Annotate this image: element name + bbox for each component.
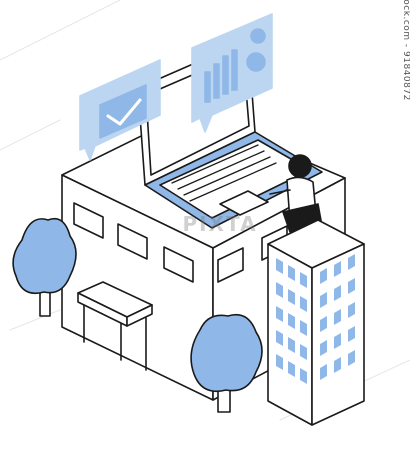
side-caption-text: pixtastock.com - 91840872 bbox=[401, 0, 410, 101]
watermark: PIXTA bbox=[182, 212, 258, 236]
checkmark-speech-bubble-icon bbox=[79, 59, 161, 161]
tree-left-icon bbox=[12, 217, 77, 317]
tower-building bbox=[267, 219, 365, 426]
side-caption: pixtastock.com - 91840872 bbox=[396, 0, 410, 450]
tree-right-icon bbox=[190, 313, 263, 413]
analytics-speech-bubble-icon bbox=[191, 13, 273, 133]
